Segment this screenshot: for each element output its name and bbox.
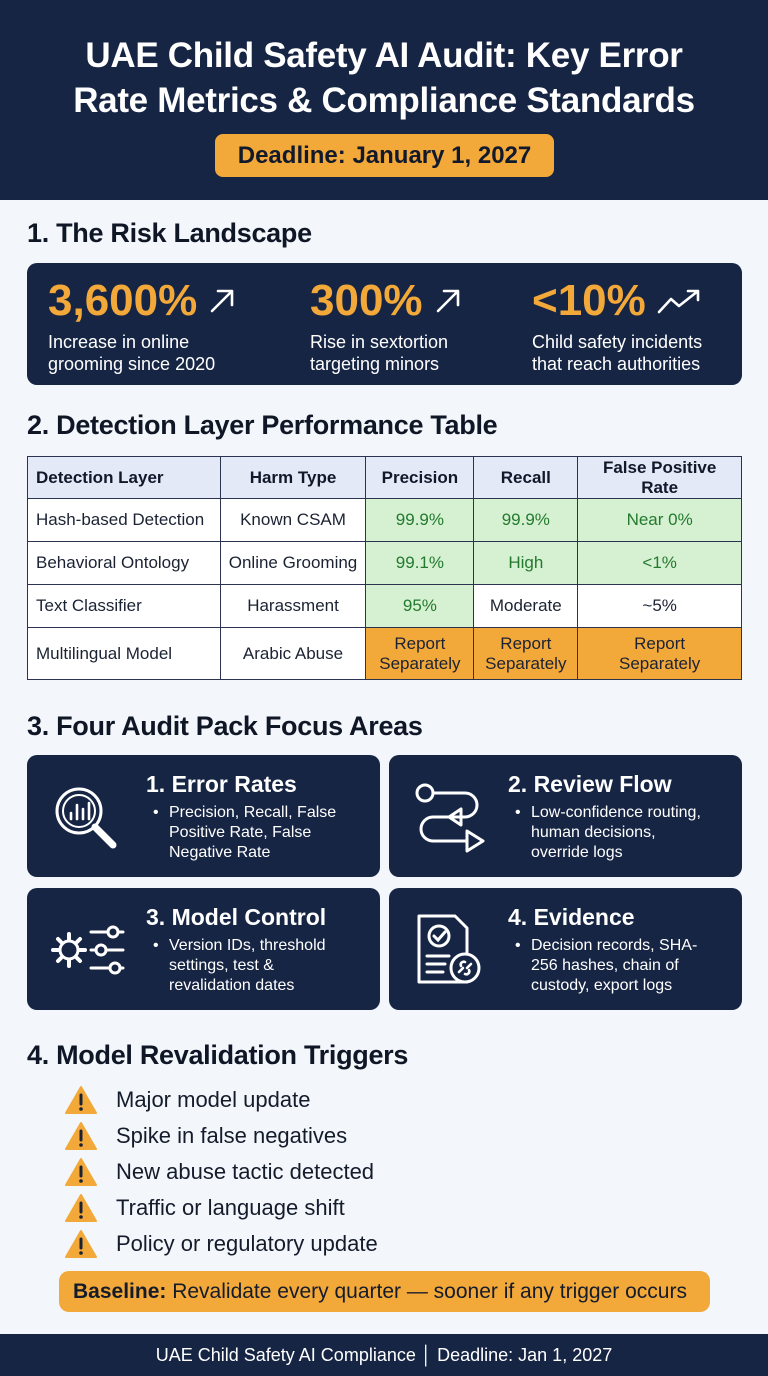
card-title: 2. Review Flow [508, 771, 672, 797]
list-item: New abuse tactic detected [64, 1154, 378, 1190]
page-title: UAE Child Safety AI Audit: Key Error Rat… [73, 36, 695, 120]
column-header: False Positive Rate [577, 456, 742, 499]
column-header: Harm Type [219, 456, 367, 499]
flow-arrows-icon [415, 783, 485, 853]
trigger-list: Major model update Spike in false negati… [64, 1082, 378, 1262]
table-cell: High [473, 541, 579, 585]
focus-card-error-rates: 1. Error Rates • Precision, Recall, Fals… [27, 755, 380, 877]
table-cell: Behavioral Ontology [27, 541, 221, 585]
table-section-title: 2. Detection Layer Performance Table [27, 410, 498, 440]
warning-icon [65, 1158, 97, 1186]
column-header: Recall [473, 456, 579, 499]
table-cell: Moderate [473, 584, 579, 628]
focus-section-title: 3. Four Audit Pack Focus Areas [27, 711, 423, 741]
trend-up-icon [657, 289, 700, 314]
table-header-row: Detection Layer Harm Type Precision Reca… [27, 456, 742, 499]
table-cell: 95% [365, 584, 475, 628]
table-cell: Multilingual Model [27, 627, 221, 680]
card-title: 3. Model Control [146, 904, 327, 930]
table-cell: Hash-based Detection [27, 498, 221, 542]
table-cell: Online Grooming [219, 541, 367, 585]
warning-icon [65, 1194, 97, 1222]
header-banner: UAE Child Safety AI Audit: Key Error Rat… [0, 0, 768, 200]
deadline-badge: Deadline: January 1, 2027 [215, 134, 554, 177]
arrow-up-right-icon [436, 289, 459, 313]
column-header: Detection Layer [27, 456, 221, 499]
column-header: Precision [365, 456, 475, 499]
baseline-label: Baseline: [73, 1280, 167, 1303]
table-cell: Near 0% [577, 498, 742, 542]
list-item: Traffic or language shift [64, 1190, 378, 1226]
warning-icon [65, 1122, 97, 1150]
table-cell: 99.9% [365, 498, 475, 542]
table-cell: Known CSAM [219, 498, 367, 542]
focus-card-model-control: 3. Model Control • Version IDs, threshol… [27, 888, 380, 1010]
table-cell: ~5% [577, 584, 742, 628]
warning-icon [65, 1230, 97, 1258]
document-check-icon [417, 914, 481, 984]
list-item: Major model update [64, 1082, 378, 1118]
table-row: Text Classifier Harassment 95% Moderate … [27, 584, 742, 628]
table-cell: <1% [577, 541, 742, 585]
list-item: Spike in false negatives [64, 1118, 378, 1154]
card-title: 4. Evidence [508, 904, 635, 930]
table-cell: Harassment [219, 584, 367, 628]
stat-value: <10% [532, 276, 646, 325]
baseline-banner: Baseline: Revalidate every quarter — soo… [59, 1271, 710, 1312]
stat-value: 3,600% [48, 276, 198, 325]
focus-card-evidence: 4. Evidence • Decision records, SHA-256 … [389, 888, 742, 1010]
card-body: Decision records, SHA-256 hashes, chain … [531, 937, 698, 994]
baseline-text: Revalidate every quarter — sooner if any… [166, 1280, 687, 1303]
table-cell: 99.1% [365, 541, 475, 585]
table-cell: Text Classifier [27, 584, 221, 628]
detection-performance-table: Detection Layer Harm Type Precision Reca… [27, 456, 742, 680]
stat-value: 300% [310, 276, 423, 325]
card-title: 1. Error Rates [146, 771, 297, 797]
arrow-up-right-icon [210, 289, 234, 313]
table-cell: Arabic Abuse [219, 627, 367, 680]
footer-bar: UAE Child Safety AI Compliance │ Deadlin… [0, 1334, 768, 1376]
warning-icon [65, 1086, 97, 1114]
gear-sliders-icon [51, 925, 125, 975]
focus-card-review-flow: 2. Review Flow • Low-confidence routing,… [389, 755, 742, 877]
table-cell: 99.9% [473, 498, 579, 542]
list-item: Policy or regulatory update [64, 1226, 378, 1262]
risk-section-title: 1. The Risk Landscape [27, 218, 312, 248]
table-row: Hash-based Detection Known CSAM 99.9% 99… [27, 498, 742, 542]
revalidation-section-title: 4. Model Revalidation Triggers [27, 1040, 409, 1070]
magnifier-chart-icon [55, 787, 117, 849]
table-row: Behavioral Ontology Online Grooming 99.1… [27, 541, 742, 585]
card-body: Low-confidence routing,human decisions,o… [531, 804, 701, 861]
